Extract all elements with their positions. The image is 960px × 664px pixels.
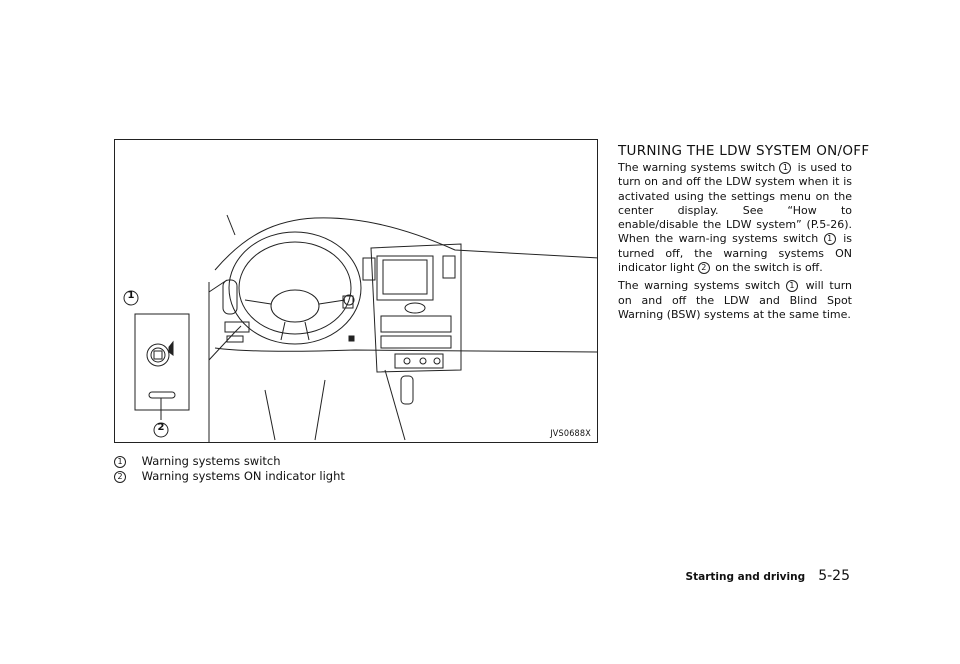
callout-marker: 1: [779, 162, 792, 174]
callout-marker: 2: [697, 262, 710, 275]
page-number: 5-25: [818, 568, 850, 584]
callout-2: 2: [157, 422, 165, 433]
section-title: TURNING THE LDW SYSTEM ON/OFF: [618, 143, 870, 159]
text-run: on the switch is off.: [715, 261, 823, 275]
legend-text: Warning systems switch: [141, 454, 281, 468]
paragraph-2: The warning systems switch 1 will turn o…: [618, 279, 852, 322]
section-body: The warning systems switch 1 is used to …: [618, 161, 852, 326]
section-label: Starting and driving: [685, 571, 806, 583]
text-run: will turn on and off the LDW and Blind S…: [618, 279, 852, 321]
legend-item: 2 Warning systems ON indicator light: [114, 469, 345, 484]
text-run: The warning systems switch: [618, 161, 776, 174]
dashboard-illustration: 1 2 JVS0688X: [114, 139, 598, 443]
page-footer: Starting and driving 5-25: [686, 565, 850, 584]
figure-legend: 1 Warning systems switch 2 Warning syste…: [114, 454, 345, 484]
dashboard-drawing: [123, 214, 597, 442]
callout-marker: 1: [823, 233, 836, 246]
callout-marker: 1: [785, 280, 798, 293]
text-run: is used to turn on and off the LDW syste…: [618, 161, 853, 246]
text-run: The warning systems switch: [618, 279, 781, 293]
text-run: is turned off, the warning systems ON in…: [618, 232, 853, 275]
legend-text: Warning systems ON indicator light: [141, 469, 345, 483]
paragraph-1: The warning systems switch 1 is used to …: [618, 161, 852, 275]
figure-code: JVS0688X: [550, 429, 591, 439]
callout-1: 1: [127, 290, 135, 301]
callout-marker: 2: [114, 471, 126, 483]
callout-marker: 1: [114, 456, 126, 468]
legend-item: 1 Warning systems switch: [114, 454, 345, 469]
